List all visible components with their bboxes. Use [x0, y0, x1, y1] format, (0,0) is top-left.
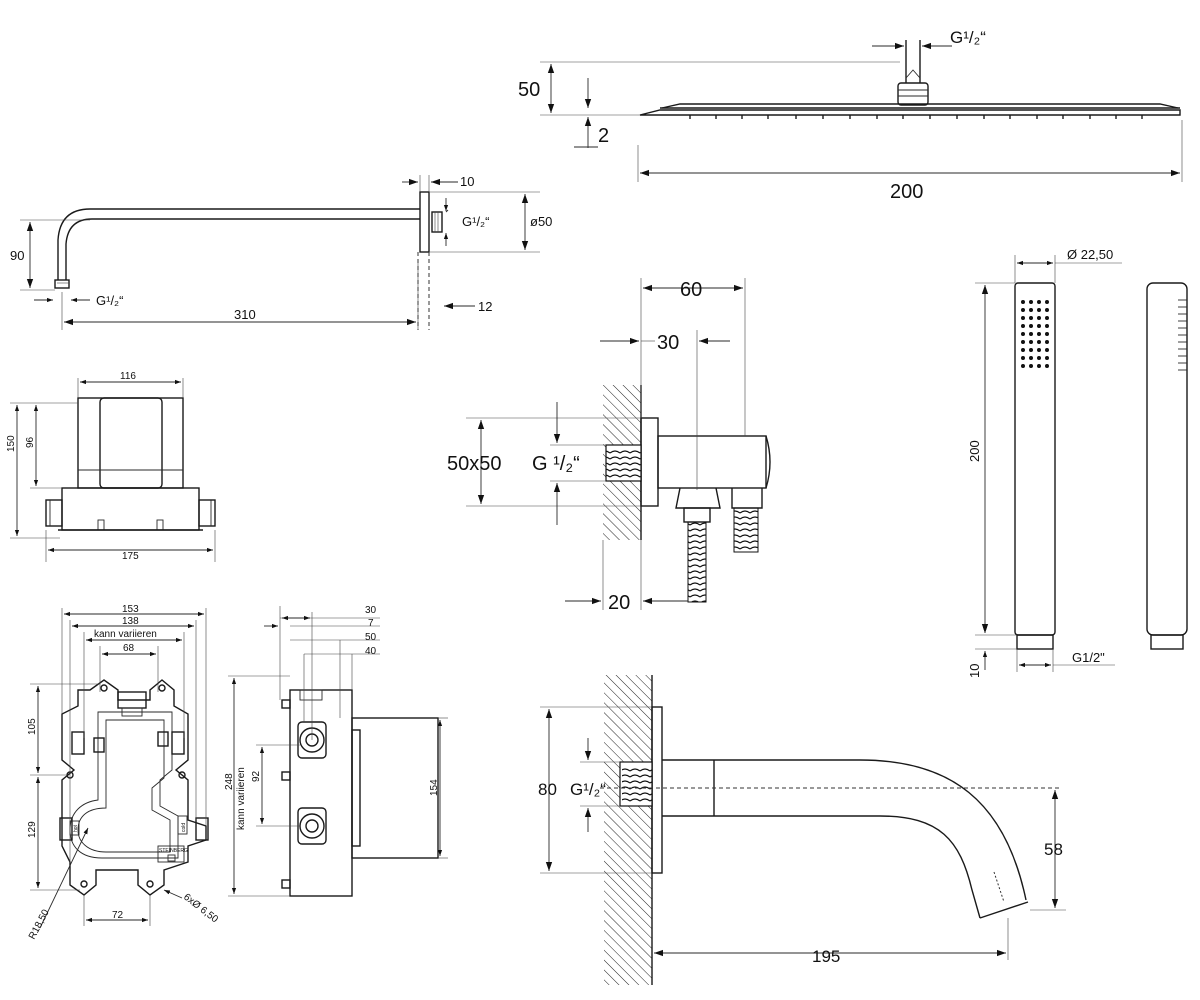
spout-drawing: 80 G¹/₂“ 58 195	[538, 675, 1066, 985]
mounting-plate-drawing: hot cold STEINBERG 153 138 kann variiere…	[27, 604, 220, 941]
outlet-depth-total-label: 60	[680, 279, 702, 301]
box-top-width-label: 116	[120, 371, 136, 382]
outlet-flange-label: 50x50	[447, 453, 502, 475]
side-depth-7-label: 7	[368, 618, 374, 629]
arm-drop-label: 90	[10, 248, 24, 263]
arm-inlet-thread-label: G¹/₂“	[462, 214, 489, 229]
hand-shower-length-label: 200	[967, 440, 982, 462]
hand-shower-diameter-label: Ø 22,50	[1067, 247, 1113, 262]
plate-width-153-label: 153	[122, 604, 139, 615]
plate-width-72-label: 72	[112, 910, 124, 921]
hand-shower-drawing: Ø 22,50 200 10 G1/2"	[967, 247, 1188, 678]
side-depth-30-label: 30	[365, 605, 377, 616]
outlet-thread-label: G ¹/₂“	[532, 453, 580, 475]
head-thickness-label: 2	[598, 125, 609, 147]
plate-height-129-label: 129	[27, 821, 38, 838]
hot-label: hot	[73, 824, 79, 832]
head-height-label: 50	[518, 79, 540, 101]
brand-label: STEINBERG	[159, 848, 188, 854]
head-width-label: 200	[890, 181, 923, 203]
side-height-248-label: 248	[224, 773, 235, 790]
outlet-body-depth-label: 30	[657, 332, 679, 354]
hand-shower-thread-label: G1/2"	[1072, 650, 1105, 665]
arm-outlet-thread-label: G¹/₂“	[96, 293, 123, 308]
outlet-wall-offset-label: 20	[608, 592, 630, 614]
body-side-drawing: 30 7 50 40 248 kann variieren 92 154	[224, 605, 448, 897]
plate-holes-label: 6xØ 6,50	[181, 892, 220, 926]
side-height-154-label: 154	[429, 779, 440, 796]
box-front-drawing: 116 150 96 175	[6, 371, 216, 562]
plate-variable-label: kann variieren	[94, 629, 157, 640]
rain-shower-head-drawing: 50 2 200 G¹/₂“	[518, 28, 1183, 203]
side-depth-50-label: 50	[365, 632, 377, 643]
flange-thickness-label: 10	[460, 174, 474, 189]
cold-label: cold	[181, 823, 187, 832]
side-height-92-label: 92	[251, 770, 262, 782]
hand-shower-base-label: 10	[967, 664, 982, 678]
plate-width-138-label: 138	[122, 616, 139, 627]
spray-nozzles	[1021, 300, 1049, 368]
flange-diameter-label: ø50	[530, 214, 552, 229]
spout-thread-label: G¹/₂“	[570, 780, 606, 799]
box-total-height-label: 150	[6, 435, 17, 452]
spout-flange-label: 80	[538, 780, 557, 799]
plate-height-105-label: 105	[27, 718, 38, 735]
spout-drop-label: 58	[1044, 840, 1063, 859]
side-depth-40-label: 40	[365, 646, 377, 657]
shower-arm-drawing: 90 310 10 ø50 G¹/₂“ G¹/₂“ 12	[10, 174, 552, 330]
side-variable-label: kann variieren	[236, 767, 247, 830]
flange-offset-label: 12	[478, 299, 492, 314]
arm-length-label: 310	[234, 307, 256, 322]
box-base-width-label: 175	[122, 551, 139, 562]
box-upper-height-label: 96	[25, 436, 36, 448]
plate-width-68-label: 68	[123, 643, 135, 654]
spout-projection-label: 195	[812, 947, 840, 966]
wall-outlet-drawing: 60 30 50x50 G ¹/₂“ 20	[447, 278, 771, 614]
head-thread-label: G¹/₂“	[950, 28, 986, 47]
plate-radius-label: R18,50	[27, 907, 52, 941]
